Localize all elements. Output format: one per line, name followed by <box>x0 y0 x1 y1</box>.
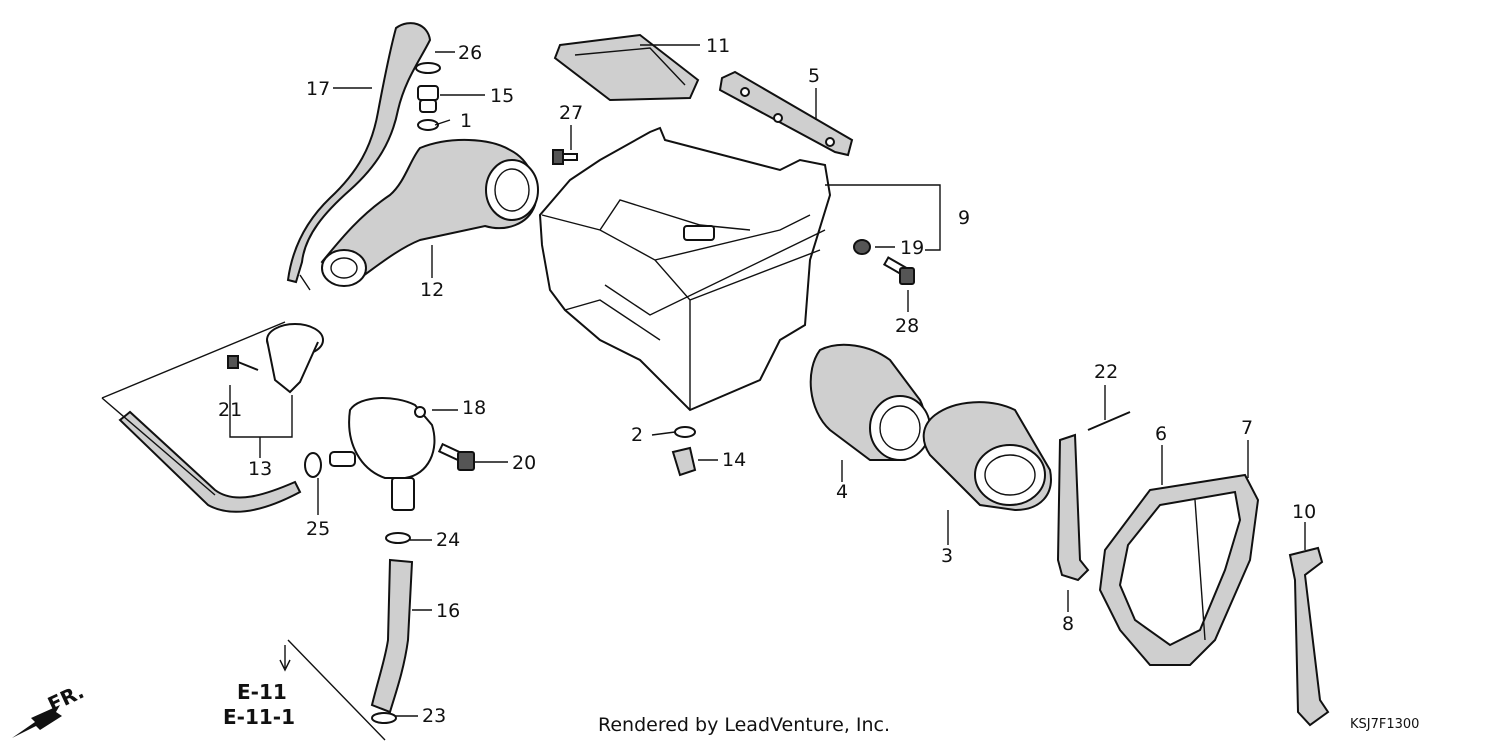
callout-6: 6 <box>1155 423 1167 445</box>
clamp-25 <box>304 452 322 478</box>
cover-11 <box>553 33 700 102</box>
callout-24: 24 <box>436 529 460 551</box>
callout-8: 8 <box>1062 613 1074 635</box>
drain-plug-14 <box>671 446 697 477</box>
bolt-20 <box>437 442 475 471</box>
callout-4: 4 <box>836 481 848 503</box>
bolt-28 <box>882 256 915 285</box>
filter-element-4 <box>809 343 931 461</box>
callout-9: 9 <box>958 207 970 229</box>
bolt-27 <box>552 149 578 165</box>
callout-28: 28 <box>895 315 919 337</box>
pin-22 <box>1087 411 1131 431</box>
callout-25: 25 <box>306 518 330 540</box>
reference-e11-1: E-11-1 <box>223 705 295 729</box>
callout-2: 2 <box>631 424 643 446</box>
callout-22: 22 <box>1094 361 1118 383</box>
clamp-1 <box>417 119 439 131</box>
callout-1: 1 <box>460 110 472 132</box>
cover-seal-6 <box>1118 490 1242 647</box>
render-credit: Rendered by LeadVenture, Inc. <box>598 714 890 736</box>
separator-18 <box>329 397 436 511</box>
clamp-24 <box>385 532 411 544</box>
diagram-code: KSJ7F1300 <box>1350 717 1419 732</box>
callout-11: 11 <box>706 35 730 57</box>
callout-labels: 1 2 3 4 5 6 7 8 9 10 11 12 13 14 15 16 1… <box>218 35 1316 727</box>
reference-e11: E-11 <box>237 680 287 704</box>
callout-3: 3 <box>941 545 953 567</box>
callout-12: 12 <box>420 279 444 301</box>
callout-5: 5 <box>808 65 820 87</box>
front-direction-label: FR. <box>44 679 88 716</box>
strap-8 <box>1056 433 1090 582</box>
callout-19: 19 <box>900 237 924 259</box>
callout-27: 27 <box>559 102 583 124</box>
callout-18: 18 <box>462 397 486 419</box>
breather-hose-17 <box>286 22 432 291</box>
callout-26: 26 <box>458 42 482 64</box>
clamp-26 <box>415 62 441 74</box>
callout-16: 16 <box>436 600 460 622</box>
callout-23: 23 <box>422 705 446 727</box>
clip-10 <box>1288 546 1330 727</box>
leader-lines <box>101 44 1306 741</box>
callout-14: 14 <box>722 449 746 471</box>
callout-13: 13 <box>248 458 272 480</box>
callout-7: 7 <box>1241 417 1253 439</box>
callout-20: 20 <box>512 452 536 474</box>
callout-17: 17 <box>306 78 330 100</box>
grommet-19 <box>853 239 871 255</box>
callout-21: 21 <box>218 399 242 421</box>
drain-hose <box>118 410 302 513</box>
foam-filter-3 <box>922 401 1052 512</box>
clamp-band-13 <box>266 323 324 394</box>
air-cleaner-case-9 <box>538 126 832 412</box>
clamp-2 <box>674 426 696 438</box>
clamp-23 <box>371 712 397 724</box>
screw-21 <box>227 355 259 371</box>
front-direction-arrow-icon <box>12 705 62 738</box>
hose-16 <box>370 558 414 714</box>
bracket-5 <box>718 70 854 157</box>
intake-duct-12 <box>320 139 539 287</box>
fitting-15 <box>417 85 439 113</box>
callout-10: 10 <box>1292 501 1316 523</box>
callout-15: 15 <box>490 85 514 107</box>
